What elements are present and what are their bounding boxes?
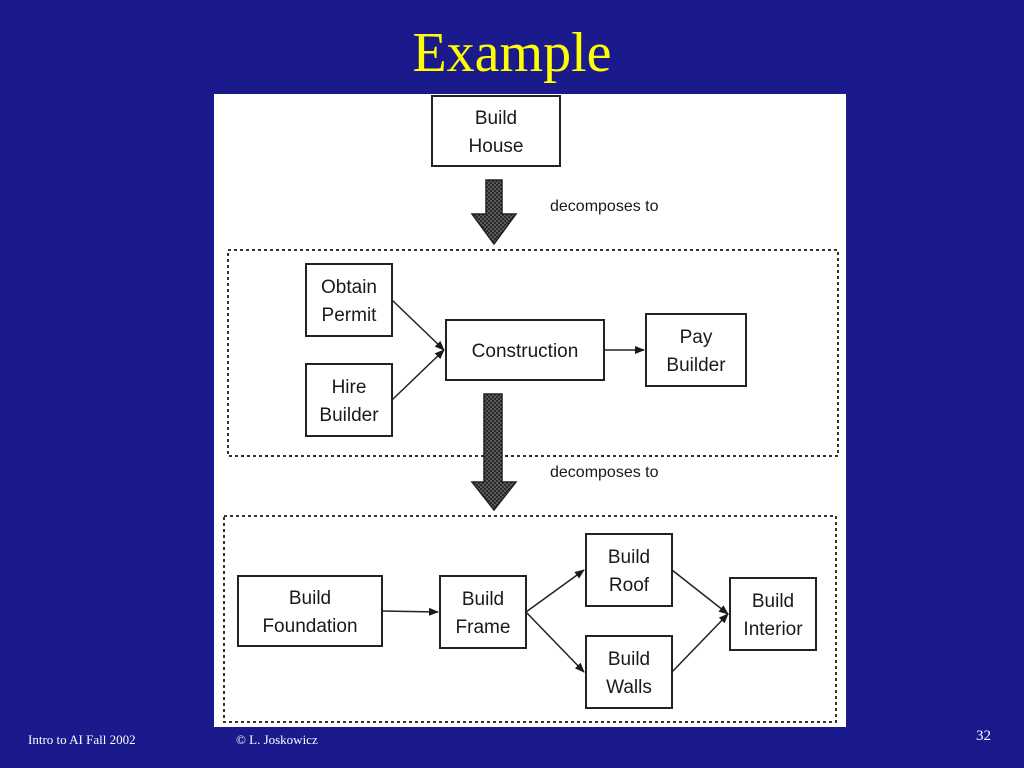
node-label-line: Build (289, 588, 331, 609)
decompose-caption-1: decomposes to (550, 198, 659, 215)
node-label-line: Build (752, 591, 794, 612)
node-box (445, 319, 605, 381)
node-label-line: Frame (456, 617, 511, 638)
node-box (237, 575, 383, 647)
decompose-caption-2: decomposes to (550, 464, 659, 481)
node-label-line: Build (475, 108, 517, 129)
node-construction: Construction (445, 319, 605, 381)
slide-title: Example (412, 22, 612, 84)
edge-build-walls-to-build-interior (671, 613, 729, 673)
node-label-line: Hire (332, 377, 367, 398)
node-layer: BuildHouseObtainPermitHireBuilderConstru… (237, 95, 817, 709)
footer-course-label: Intro to AI Fall 2002 (28, 732, 136, 747)
edge-layer (381, 299, 729, 673)
node-box (431, 95, 561, 167)
edge-build-roof-to-build-interior (671, 569, 729, 615)
node-label-line: Roof (609, 575, 650, 596)
footer-author-label: © L. Joskowicz (236, 732, 318, 747)
edge-obtain-permit-to-construction (391, 299, 445, 351)
edge-build-frame-to-build-walls (525, 611, 585, 673)
node-box (585, 533, 673, 607)
node-label-line: Permit (322, 305, 378, 326)
node-label-line: Obtain (321, 277, 377, 298)
node-box (729, 577, 817, 651)
node-label-line: Walls (606, 677, 652, 698)
edge-build-foundation-to-build-frame (381, 607, 439, 616)
node-box (645, 313, 747, 387)
edge-hire-builder-to-construction (391, 349, 445, 401)
node-box (305, 263, 393, 337)
node-label-line: Construction (472, 341, 579, 362)
decomposition-diagram: decomposes to decomposes to BuildHouseOb… (223, 95, 839, 723)
node-label-line: Foundation (262, 616, 357, 637)
node-box (439, 575, 527, 649)
node-label-line: Pay (680, 327, 713, 348)
node-label-line: Builder (666, 355, 726, 376)
decompose-arrow-2 (470, 393, 518, 512)
node-label-line: Build (608, 547, 650, 568)
level-3-group-panel (223, 515, 837, 723)
node-box (585, 635, 673, 709)
decompose-arrow-1 (470, 179, 518, 246)
node-label-line: Builder (319, 405, 379, 426)
edge-build-frame-to-build-roof (525, 569, 585, 613)
node-label-line: Build (608, 649, 650, 670)
node-label-line: Build (462, 589, 504, 610)
footer-page-number: 32 (976, 728, 991, 744)
node-label-line: Interior (743, 619, 803, 640)
node-label-line: House (469, 136, 524, 157)
node-box (305, 363, 393, 437)
